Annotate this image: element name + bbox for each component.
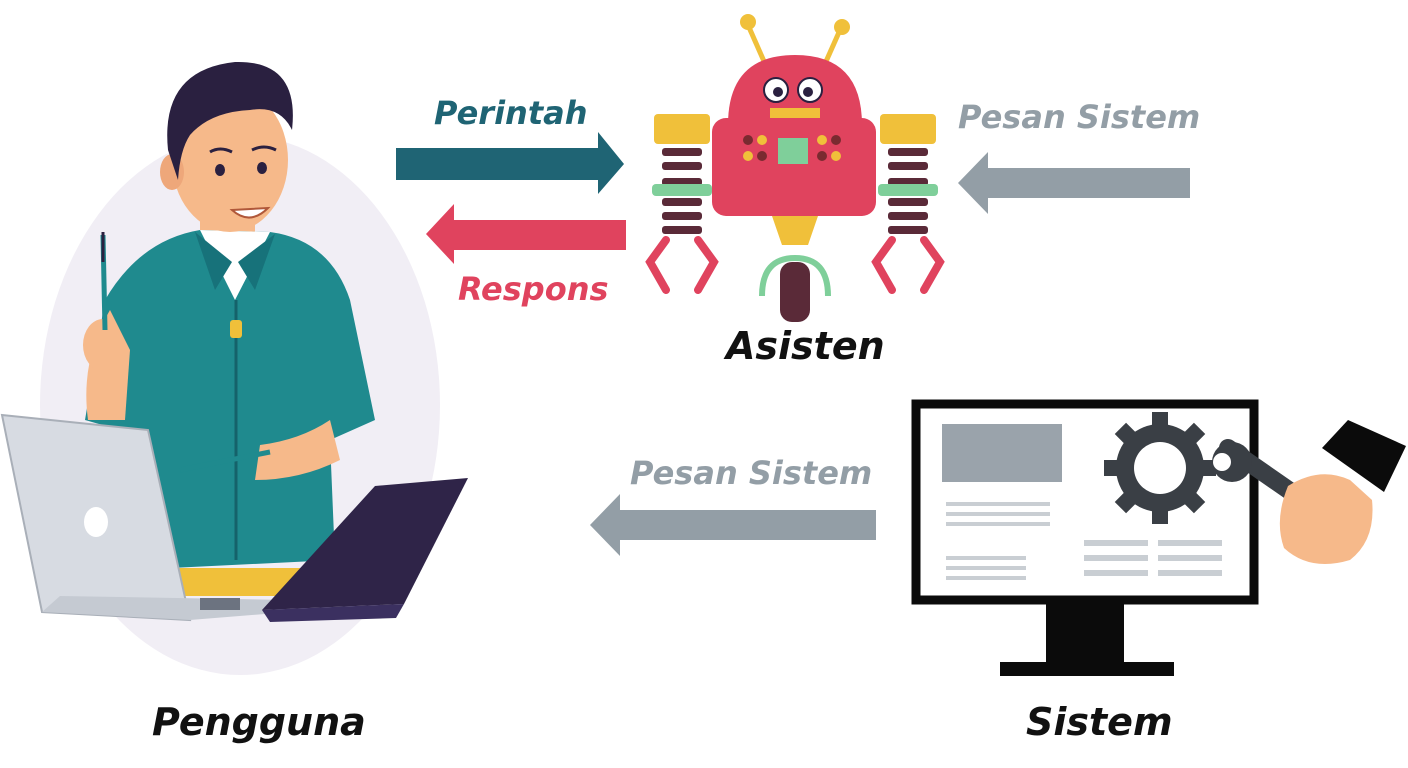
- command-arrow: [396, 132, 624, 194]
- system-label: Sistem: [1026, 700, 1173, 744]
- system-message-label-bottom: Pesan Sistem: [630, 454, 873, 492]
- command-label: Perintah: [434, 94, 588, 132]
- assistant-label: Asisten: [726, 324, 885, 368]
- response-arrow: [426, 204, 626, 264]
- person-with-laptops-icon: [0, 61, 468, 675]
- monitor-gear-icon: [911, 399, 1259, 676]
- system-message-arrow-to-assistant: [958, 152, 1190, 214]
- system-message-label-top: Pesan Sistem: [958, 98, 1201, 136]
- system-message-arrow-to-user: [590, 494, 876, 556]
- wrench-hand-icon: [1212, 420, 1406, 564]
- response-label: Respons: [458, 270, 609, 308]
- user-label: Pengguna: [152, 700, 366, 744]
- robot-icon: [645, 14, 945, 322]
